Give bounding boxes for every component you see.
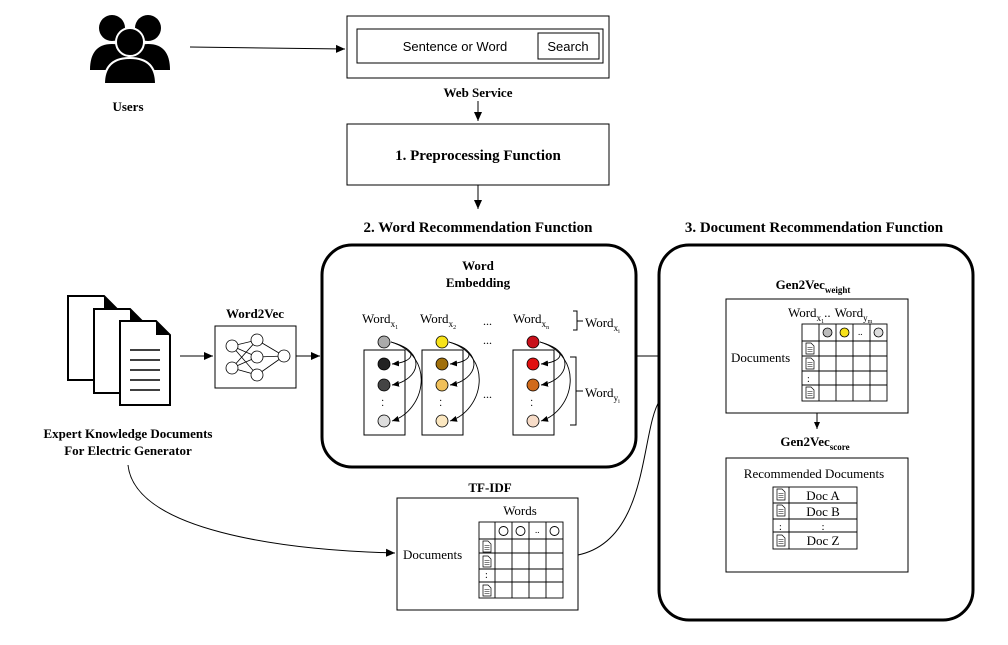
recommended-doc-z: Doc Z — [807, 533, 840, 548]
embedding-node-x1-3 — [377, 414, 391, 428]
svg-text:Wordx2: Wordx2 — [420, 311, 456, 331]
recommended-docs-table — [772, 486, 858, 550]
embedding-node-xn-3 — [526, 414, 540, 428]
weight-header-circles — [822, 327, 884, 338]
users-icon — [90, 15, 170, 85]
word-xn-header: Wordxn — [513, 311, 549, 331]
tfidf-title: TF-IDF — [468, 480, 511, 495]
gen2vec-weight-title: Gen2Vecweight — [776, 277, 851, 295]
embedding-node-xn-0 — [526, 335, 540, 349]
users-label: Users — [112, 99, 143, 114]
search-button[interactable] — [537, 32, 600, 60]
embedding-node-x2-3 — [435, 414, 449, 428]
embedding-node-xn-2 — [526, 378, 540, 392]
preprocessing-box — [346, 123, 610, 186]
weight-matrix — [801, 323, 888, 402]
documents-label-line1: Expert Knowledge Documents — [44, 426, 213, 441]
weight-documents-label: Documents — [731, 350, 790, 365]
embedding-title-line1: Word — [462, 258, 495, 273]
recommended-docs-title: Recommended Documents — [744, 466, 884, 481]
tfidf-words-label: Words — [503, 503, 537, 518]
weight-header-node-1 — [839, 327, 850, 338]
embedding-node-x2-1 — [435, 357, 449, 371]
word-x1-header: Wordx1 — [362, 311, 398, 331]
search-button-label: Search — [547, 39, 588, 54]
svg-text:Wordx1: Wordx1 — [362, 311, 398, 331]
documents-label-line2: For Electric Generator — [64, 443, 192, 458]
word-rec-title: 2. Word Recommendation Function — [364, 220, 594, 236]
svg-text:·: · — [530, 401, 533, 412]
svg-text:·: · — [381, 396, 384, 407]
documents-icon — [67, 295, 171, 406]
brace-word-x — [573, 310, 583, 331]
recommended-doc-ellipsis: : — [821, 521, 824, 533]
header-ellipsis: ... — [483, 314, 492, 328]
weight-header-dots: .. — [858, 327, 863, 337]
weight-columns-label: Wordx1..Wordym — [788, 305, 873, 325]
embedding-vdots: · · · · · · — [381, 396, 533, 412]
tfidf-matrix — [478, 521, 564, 599]
brace-word-x-label: Wordxi — [585, 315, 620, 335]
recommended-doc-a: Doc A — [806, 488, 840, 503]
embedding-node-x2-0 — [435, 335, 449, 349]
recommended-doc-b: Doc B — [806, 504, 840, 519]
embedding-node-x1-2 — [377, 378, 391, 392]
embedding-node-x2-2 — [435, 378, 449, 392]
doc-rec-title: 3. Document Recommendation Function — [685, 220, 944, 236]
weight-row-dots: : — [807, 374, 810, 385]
svg-text:Wordxn: Wordxn — [513, 311, 549, 331]
embedding-circles — [377, 335, 540, 428]
preprocessing-label: 1. Preprocessing Function — [395, 148, 561, 164]
brace-word-y — [570, 356, 583, 426]
sentence-input-text: Sentence or Word — [403, 39, 508, 54]
tfidf-header-dots: .. — [535, 525, 540, 535]
mid-ellipsis-top: ... — [483, 333, 492, 347]
similarity-arrows — [390, 341, 571, 422]
tfidf-documents-label: Documents — [403, 547, 462, 562]
brace-word-y-label: Wordyi — [585, 385, 620, 405]
mid-ellipsis-bottom: ... — [483, 387, 492, 401]
web-service-label: Web Service — [444, 85, 513, 100]
docs-to-tfidf-arrow — [127, 464, 396, 557]
users-to-web-arrow — [189, 44, 346, 53]
word-x2-header: Wordx2 — [420, 311, 456, 331]
tfidf-row-dots: : — [485, 570, 488, 581]
recommended-row-dots: : — [779, 522, 782, 533]
embedding-node-xn-1 — [526, 357, 540, 371]
svg-text:·: · — [439, 396, 442, 407]
svg-text:·: · — [530, 396, 533, 407]
gen2vec-score-title: Gen2Vecscore — [780, 434, 849, 452]
weight-header-node-0 — [822, 327, 833, 338]
word2vec-label: Word2Vec — [226, 306, 284, 321]
embedding-node-x1-1 — [377, 357, 391, 371]
tfidf-box — [396, 497, 579, 611]
embedding-node-x1-0 — [377, 335, 391, 349]
embedding-title-line2: Embedding — [446, 275, 511, 290]
neural-network-icon — [225, 333, 291, 382]
gen2vec-score-box — [725, 457, 909, 573]
svg-text:·: · — [381, 401, 384, 412]
svg-text:·: · — [439, 401, 442, 412]
weight-header-node-2 — [873, 327, 884, 338]
